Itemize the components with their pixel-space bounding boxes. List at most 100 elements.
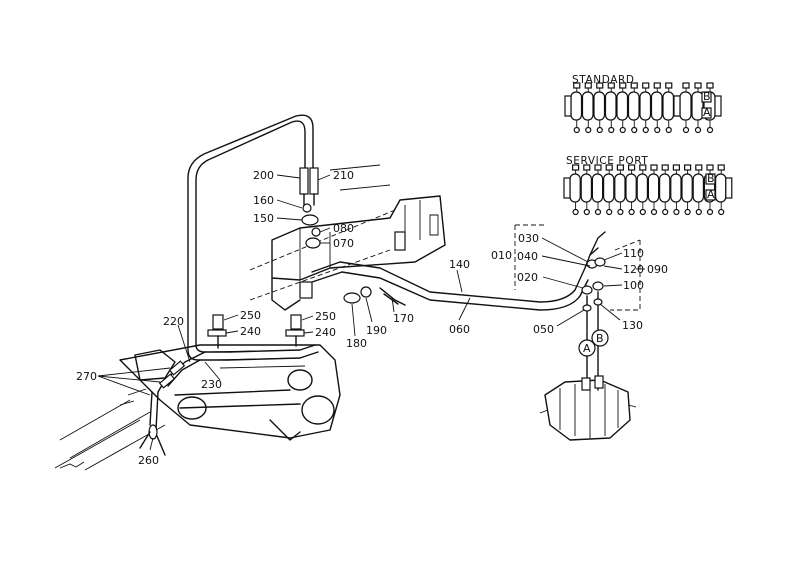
fitting-250a [212, 314, 224, 330]
callout-060: 060 [449, 323, 470, 336]
fitting-250b [290, 314, 302, 330]
service-port-heading: SERVICE PORT [566, 155, 648, 167]
port-letter-a: A [583, 342, 591, 355]
small-fittings [207, 281, 406, 349]
service-spool-section [625, 164, 637, 216]
standard-spool-section [616, 82, 629, 134]
valve-port-b [594, 375, 604, 389]
callout-250a: 250 [240, 309, 261, 322]
elbow-080 [311, 227, 321, 237]
callout-labels: 200 210 160 150 080 070 030 010 040 020 … [76, 169, 668, 467]
callout-050: 050 [533, 323, 554, 336]
callout-240b: 240 [315, 326, 336, 339]
lines-to-control-valve: A B [578, 305, 609, 391]
callout-230: 230 [201, 378, 222, 391]
service-spool-section [614, 164, 626, 216]
callout-150: 150 [253, 212, 274, 225]
service-spool-endplate-right [725, 177, 733, 199]
fitting-180 [343, 292, 361, 304]
clamp-240b [285, 329, 305, 337]
standard-spool-section [604, 82, 617, 134]
service-port-valve-group: SERVICE PORT BA [563, 155, 733, 216]
standard-valve-group: STANDARD BA [564, 74, 722, 134]
standard-valve-bank [564, 82, 681, 134]
standard-extra-spool-section [679, 82, 692, 134]
callout-130: 130 [622, 319, 643, 332]
standard-extra-spool-endplate-right [714, 95, 722, 117]
service-spool-section [569, 164, 581, 216]
callout-240a: 240 [240, 325, 261, 338]
callout-010: 010 [491, 249, 512, 262]
inset-port-tag: B [707, 172, 715, 185]
standard-spool-section [593, 82, 606, 134]
bracket-fitting [394, 231, 406, 251]
callout-070: 070 [333, 237, 354, 250]
callout-220: 220 [163, 315, 184, 328]
callout-200: 200 [253, 169, 274, 182]
fitting-020 [581, 285, 593, 295]
hose-fitting-210 [309, 167, 319, 195]
inset-port-tag: A [703, 106, 711, 119]
standard-extra-valve: BA [673, 82, 722, 134]
standard-spool-section [650, 82, 663, 134]
left-branch-pipes [119, 344, 319, 456]
callout-170: 170 [393, 312, 414, 325]
inset-port-tag: B [703, 90, 711, 103]
fitting-130 [593, 298, 603, 306]
control-valve-body [539, 375, 637, 441]
standard-extra-spool-section [691, 82, 704, 134]
callout-180: 180 [346, 337, 367, 350]
machine-base-outline [54, 344, 341, 471]
service-spool-section [602, 164, 615, 216]
port-marker-a [578, 339, 596, 357]
callout-260: 260 [138, 454, 159, 467]
callout-leaders [97, 174, 645, 451]
adapter-070 [305, 237, 321, 249]
callout-040: 040 [517, 250, 538, 263]
service-spool-section [692, 164, 705, 216]
service-spool-endplate-left [563, 177, 571, 199]
coupling-270a [168, 360, 186, 376]
o-ring-160 [302, 203, 312, 213]
standard-spool-section [627, 82, 640, 134]
service-spool-section [714, 164, 727, 216]
main-pipes [311, 224, 641, 312]
washer-150 [301, 214, 319, 226]
fitting-bracket-lower [299, 281, 313, 299]
callout-190: 190 [366, 324, 387, 337]
fitting-100 [592, 281, 604, 291]
valve-port-a [581, 377, 591, 391]
callout-210: 210 [333, 169, 354, 182]
callout-080: 080 [333, 222, 354, 235]
service-spool-section [681, 164, 693, 216]
fitting-050 [582, 304, 592, 312]
callout-140: 140 [449, 258, 470, 271]
clamp-240a [207, 329, 227, 337]
service-spool-section [580, 164, 593, 216]
callout-160: 160 [253, 194, 274, 207]
standard-spool-endplate-left [564, 95, 572, 117]
boom-bracket-outline [249, 164, 446, 311]
callout-120: 120 [623, 263, 644, 276]
callout-030: 030 [518, 232, 539, 245]
fitting-110 [594, 257, 606, 267]
service-spool-section [658, 164, 671, 216]
standard-spool-section [639, 82, 652, 134]
fitting-190 [360, 286, 372, 298]
callout-020: 020 [517, 271, 538, 284]
standard-spool-section [662, 82, 675, 134]
callout-110: 110 [623, 247, 644, 260]
service-spool-section [647, 164, 660, 216]
port-marker-b [591, 329, 609, 347]
hose-fitting-200 [299, 167, 309, 195]
callout-100: 100 [623, 279, 644, 292]
callout-270: 270 [76, 370, 97, 383]
service-port-valve-bank: BA [563, 164, 733, 216]
service-spool-section [670, 164, 682, 216]
port-letter-b: B [596, 332, 604, 345]
service-spool-section [591, 164, 604, 216]
standard-spool-section [581, 82, 594, 134]
coupling-270b [158, 373, 176, 389]
callout-250b: 250 [315, 310, 336, 323]
